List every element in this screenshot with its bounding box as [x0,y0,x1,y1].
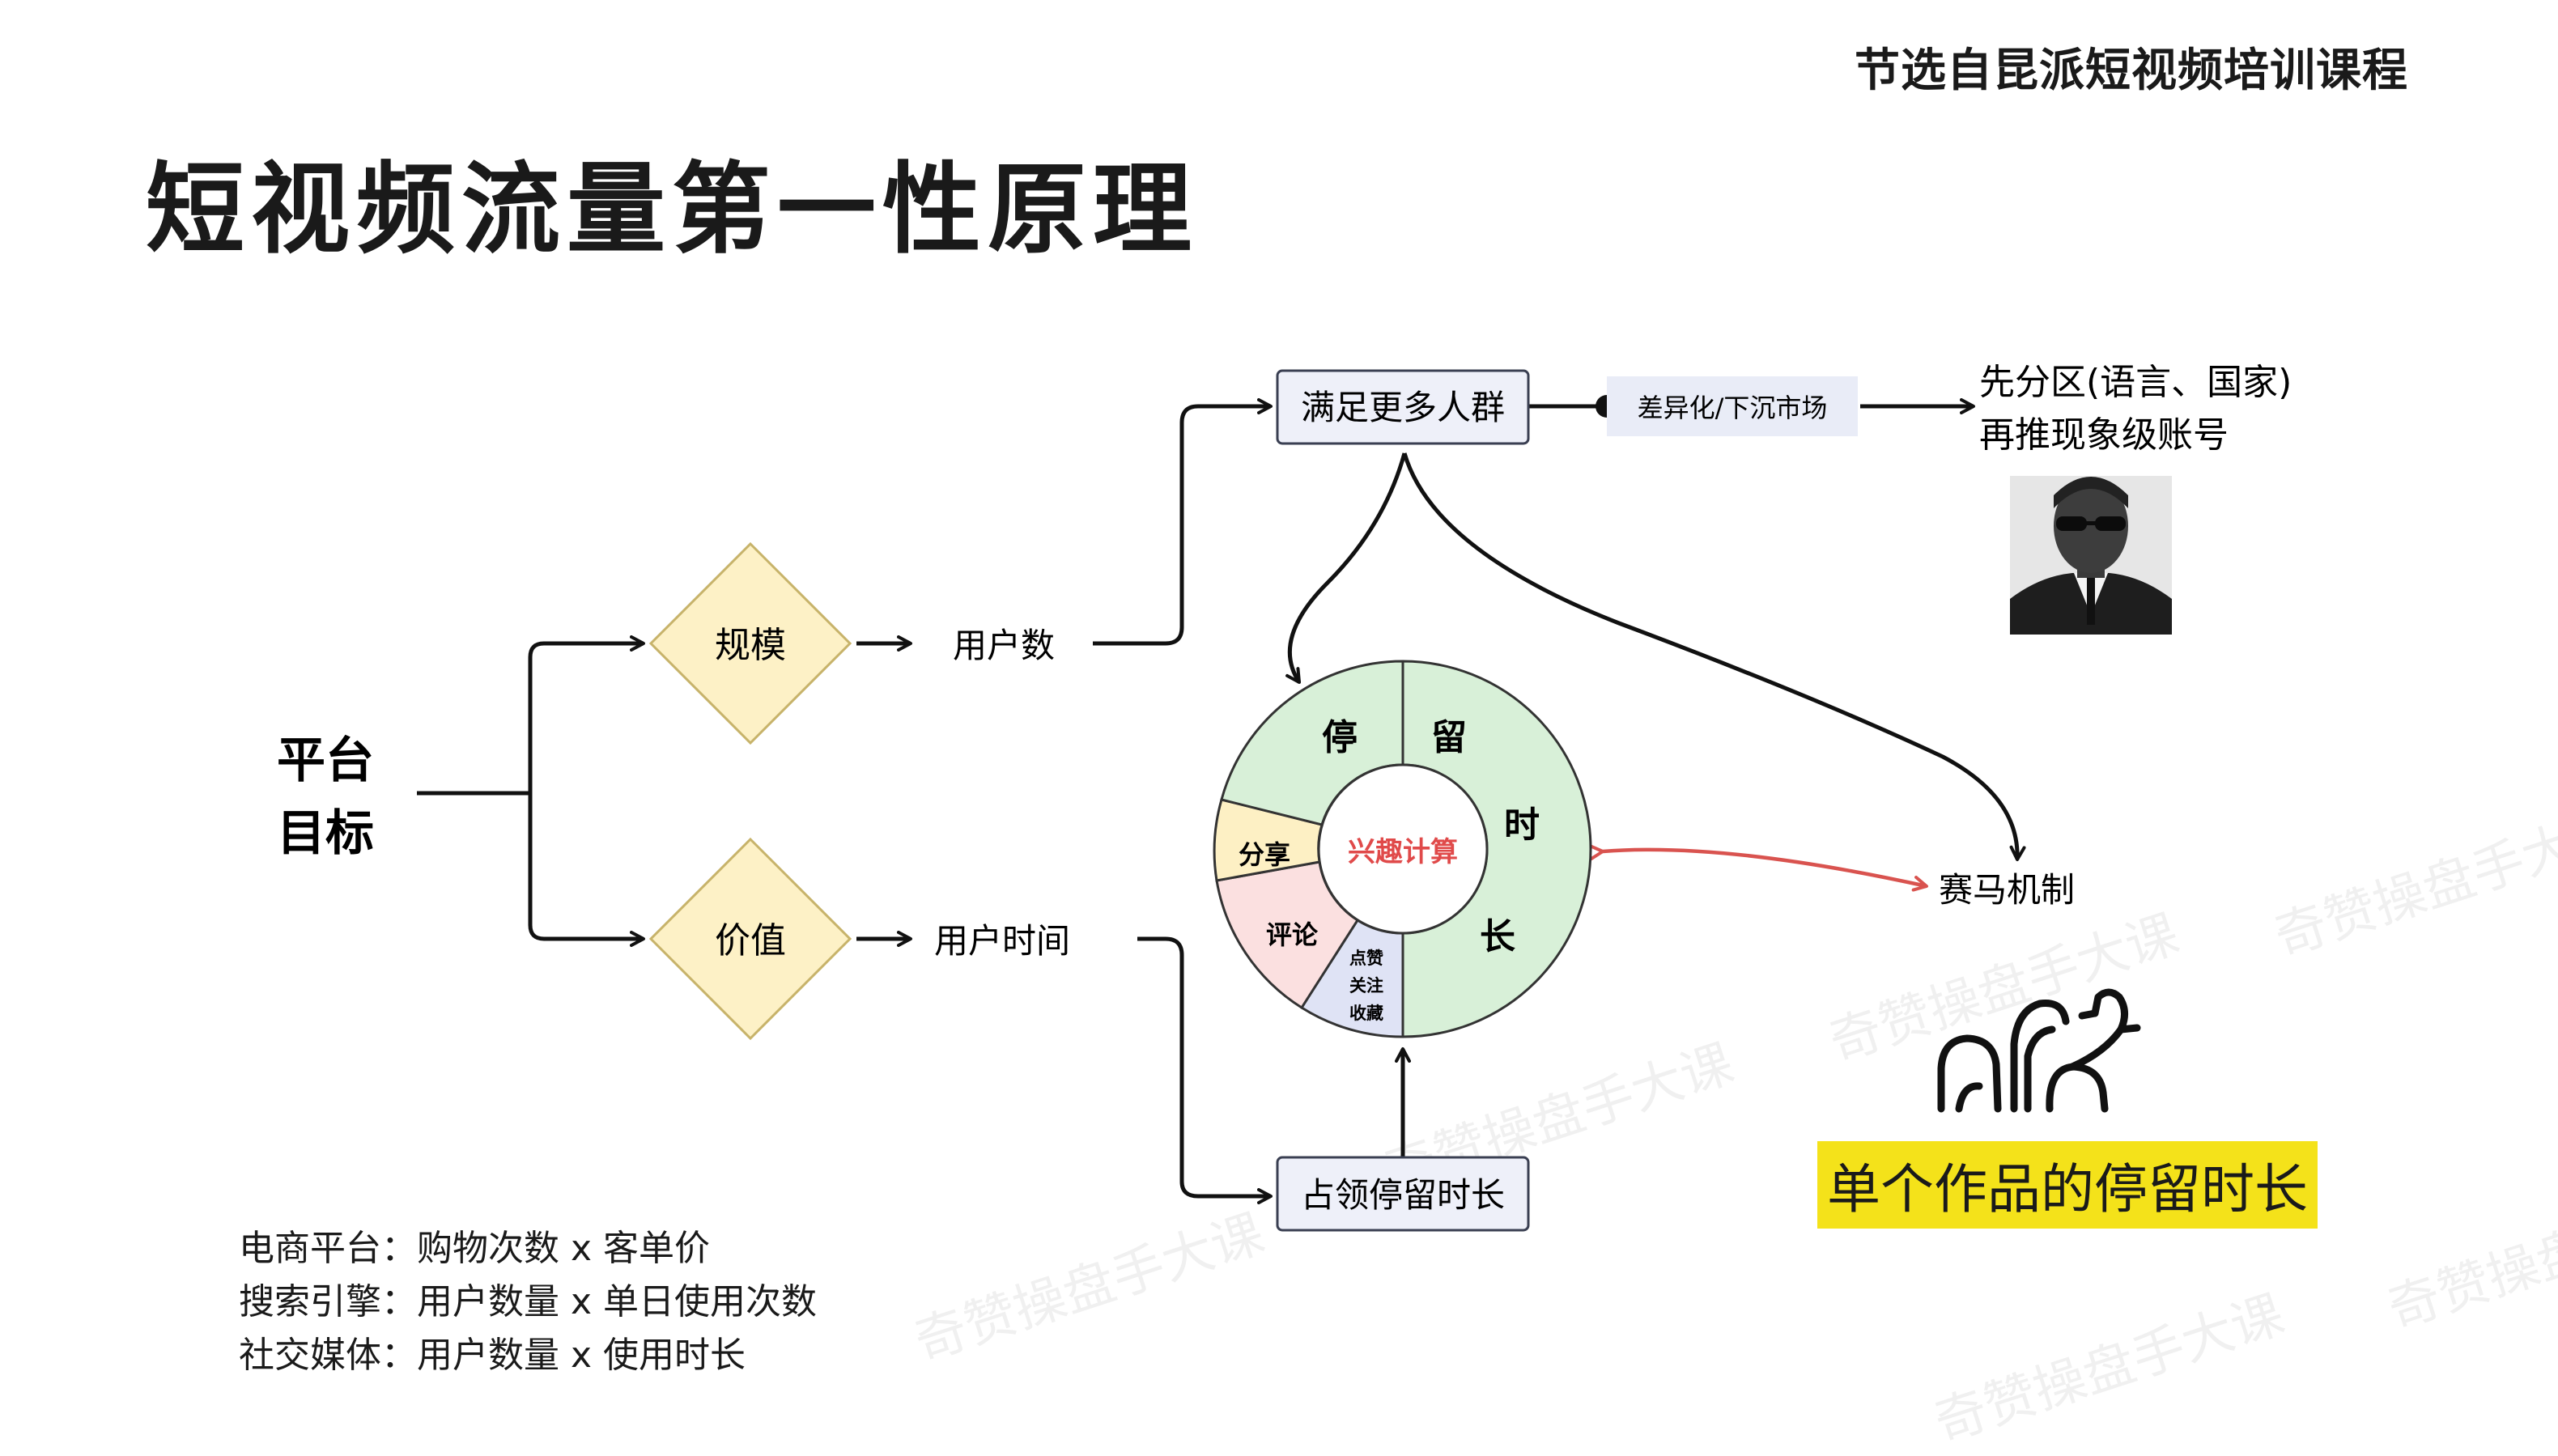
diff-market-tag [1607,376,1858,436]
donut-char: 停 [1322,717,1358,758]
more-people-box [1276,369,1530,445]
page-title: 短视频流量第一性原理 [146,152,1198,267]
formula-notes: 电商平台：购物次数 x 客单价 搜索引擎：用户数量 x 单日使用次数 社交媒体：… [239,1222,817,1382]
portrait-photo [2010,476,2172,635]
connector-branch [528,793,645,947]
dwell-time-donut [1213,660,1592,1038]
platform-goal-label: 平台 [277,732,374,789]
occupy-time-label: 占领停留时长 [1301,1175,1505,1215]
users-label: 用户数 [953,626,1055,665]
value-diamond [648,837,852,1041]
scale-diamond [648,541,852,745]
value-label: 价值 [715,920,786,961]
line-art-icon [1937,988,2141,1113]
connector-more-donut [1285,452,1407,684]
donut-center-label: 兴趣计算 [1348,836,1458,868]
donut-comment-label: 评论 [1266,919,1319,950]
user-time-label: 用户时间 [934,921,1070,961]
donut-char: 长 [1480,916,1515,957]
donut-like-label: 关注 [1349,976,1383,995]
highlight-callout: 单个作品的停留时长 [1817,1141,2318,1229]
partition-text: 先分区(语言、国家) [1979,362,2292,403]
connector-users-more [1093,398,1273,646]
connector-branch [528,635,645,793]
partition-text: 再推现象级账号 [1979,414,2229,456]
more-people-label: 满足更多人群 [1301,388,1505,427]
donut-like-label: 点赞 [1349,949,1383,968]
diff-market-label: 差异化/下沉市场 [1638,393,1828,423]
connector-more-race [1402,452,2026,861]
donut-char: 留 [1431,717,1467,758]
donut-like-label: 收藏 [1349,1004,1383,1023]
note-line: 社交媒体：用户数量 x 使用时长 [239,1335,746,1376]
connector-time-occupy [1137,936,1273,1204]
course-credit: 节选自昆派短视频培训课程 [1855,45,2408,97]
note-line: 搜索引擎：用户数量 x 单日使用次数 [239,1281,818,1322]
note-line: 电商平台：购物次数 x 客单价 [239,1228,711,1269]
platform-goal-label: 目标 [277,805,374,862]
occupy-time-box [1276,1156,1530,1232]
race-label: 赛马机制 [1939,870,2075,910]
donut-center [1317,763,1489,935]
donut-share-label: 分享 [1239,839,1290,870]
race-bidirectional-arrow [1588,844,1928,892]
scale-label: 规模 [715,625,786,666]
donut-char: 时 [1504,804,1540,846]
